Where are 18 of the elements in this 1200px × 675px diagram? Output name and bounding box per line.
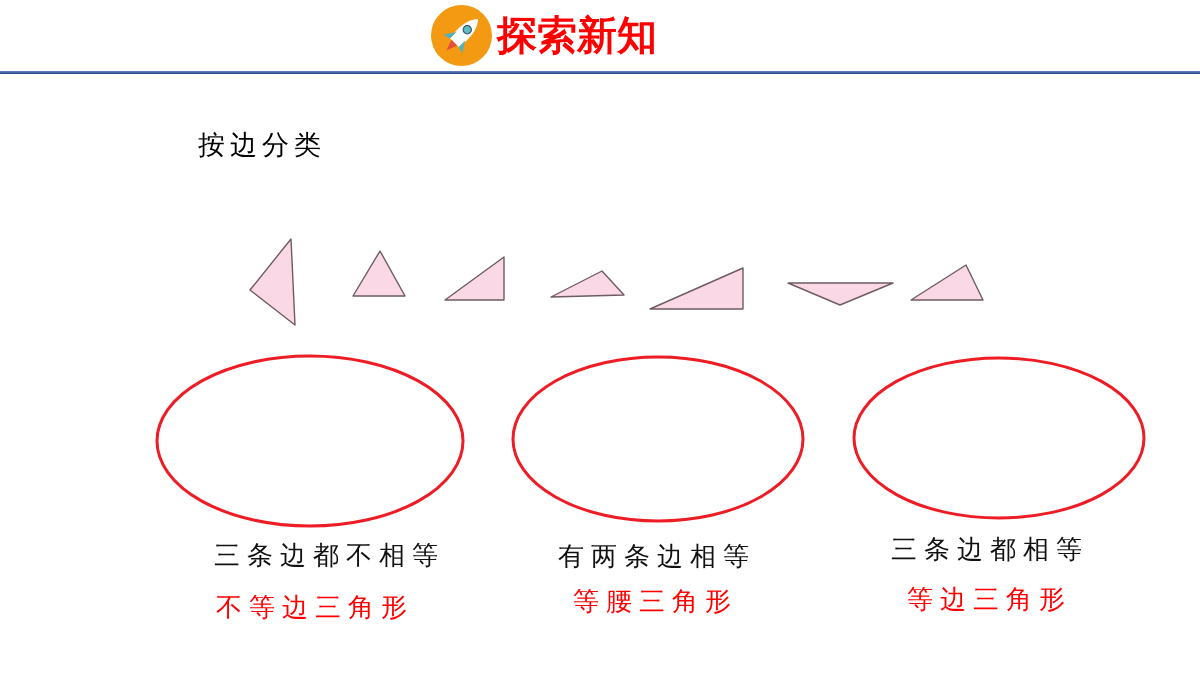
page-title: 探索新知 — [497, 11, 657, 59]
triangle-shape — [550, 270, 625, 298]
side-description: 三条边都不相等 — [213, 539, 445, 571]
oval-outline — [852, 356, 1146, 520]
triangle-type-label: 等腰三角形 — [572, 585, 738, 617]
oval-outline — [155, 354, 465, 528]
triangle-shape — [249, 238, 296, 326]
triangle-type-label: 不等边三角形 — [214, 591, 414, 623]
triangle-shape — [787, 282, 894, 306]
section-heading: 按边分类 — [198, 128, 326, 162]
triangle-shape — [444, 256, 505, 301]
triangle-shape — [352, 250, 406, 297]
side-description: 有两条边相等 — [556, 540, 756, 572]
oval-outline — [511, 355, 805, 523]
triangle-shape — [649, 267, 744, 310]
triangle-shape — [910, 264, 984, 301]
side-description: 三条边都相等 — [889, 533, 1089, 565]
triangle-type-label: 等边三角形 — [906, 583, 1072, 615]
